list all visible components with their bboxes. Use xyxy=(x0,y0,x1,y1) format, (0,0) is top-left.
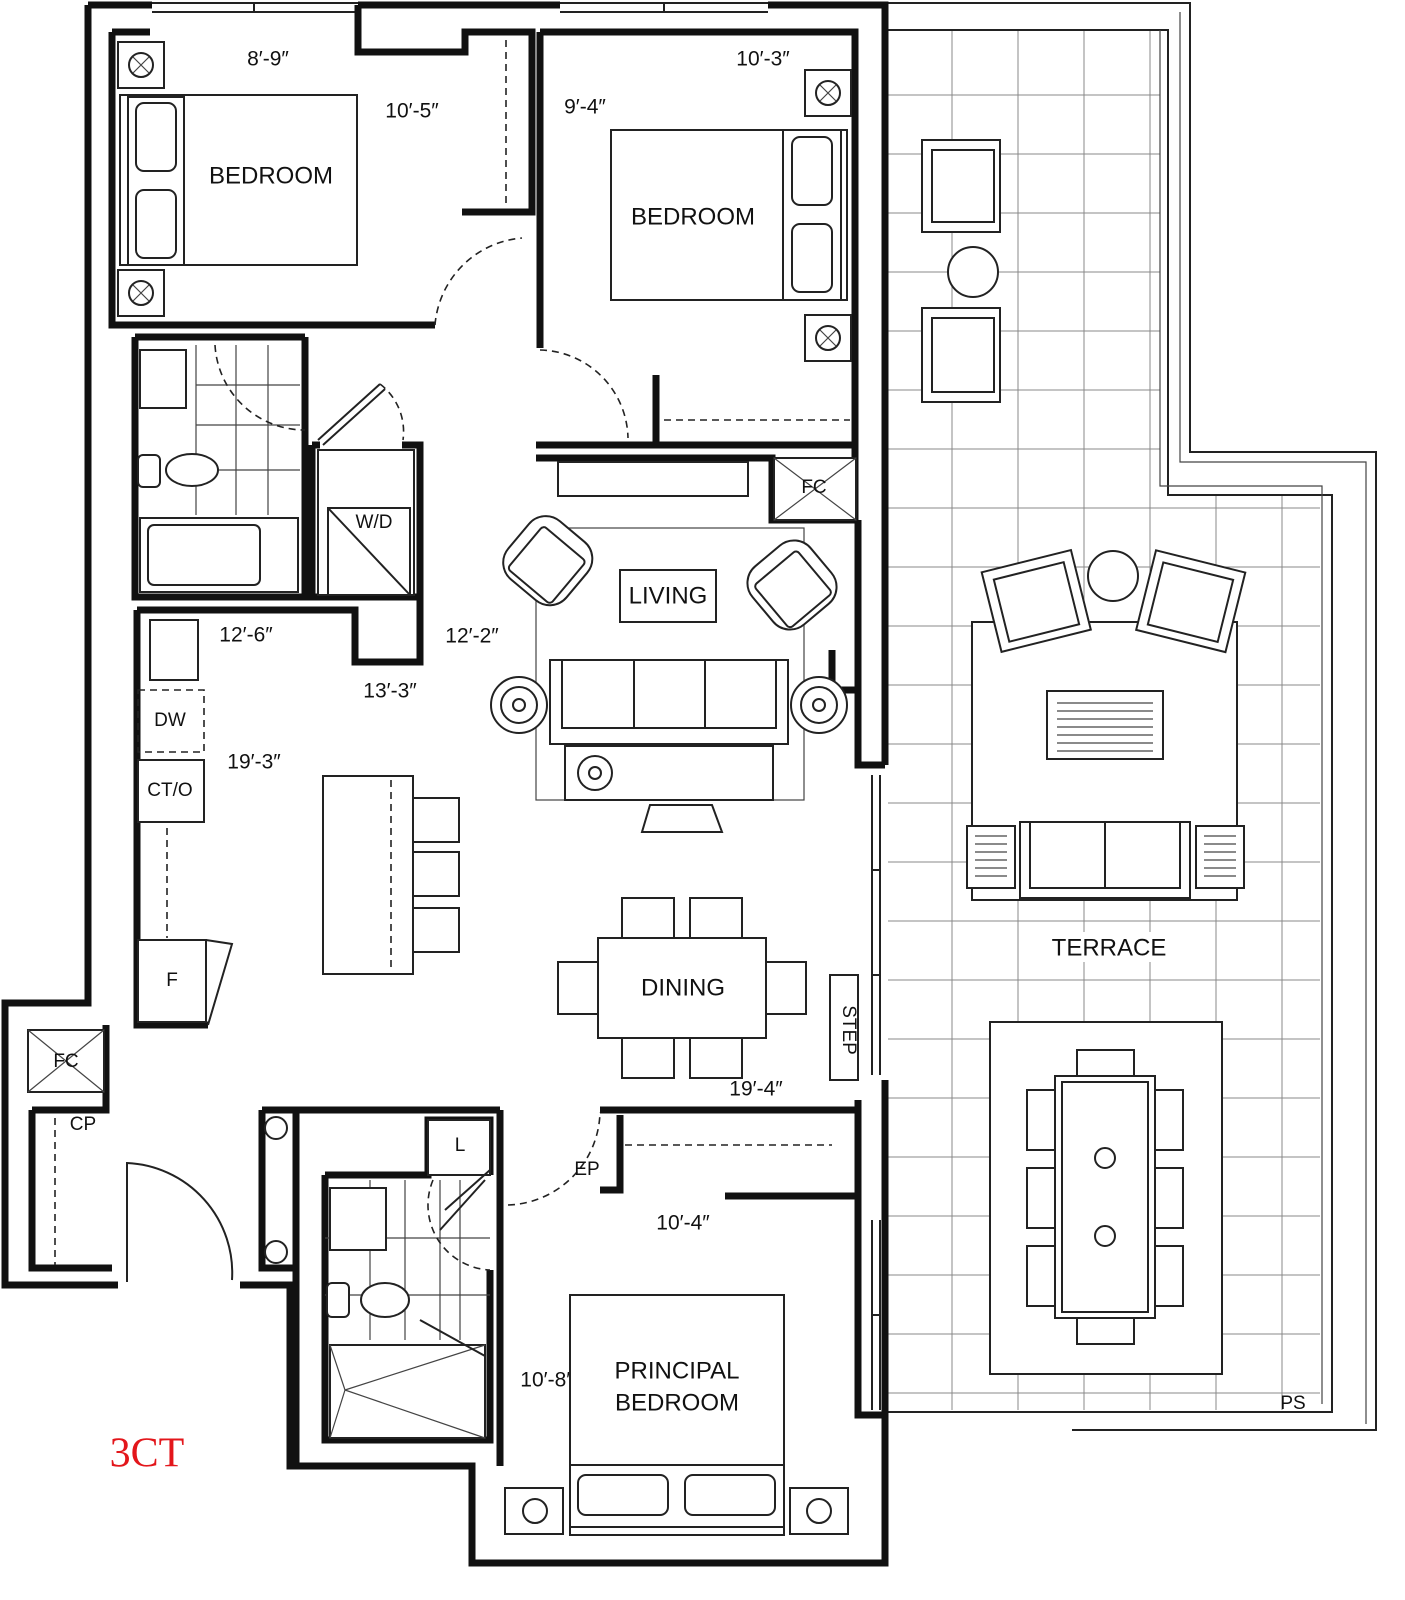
bedroom-2: BEDROOM 9′-4″ 10′-3″ xyxy=(539,48,852,439)
bedroom-2-label: BEDROOM xyxy=(631,203,755,230)
fridge xyxy=(137,939,207,1023)
dishwasher xyxy=(137,689,205,753)
step-label: STEP xyxy=(838,1005,859,1055)
exterior-wall xyxy=(1,1,889,1567)
side-lamp xyxy=(490,676,548,734)
fridge-label: F xyxy=(166,970,178,991)
door-swing xyxy=(507,1111,601,1206)
sink xyxy=(139,349,187,409)
nightstand xyxy=(117,269,165,317)
unit-code: 3CT xyxy=(110,1431,185,1477)
living-room: LIVING xyxy=(490,461,848,833)
nightstand xyxy=(117,41,165,89)
ep-label: EP xyxy=(574,1159,599,1180)
bedroom-1-width: 8′-9″ xyxy=(247,48,289,71)
window xyxy=(871,775,881,1075)
ensuite-bathroom: L xyxy=(325,1119,491,1439)
kitchen-island xyxy=(322,775,460,975)
terrace-side-table xyxy=(966,825,1016,889)
step xyxy=(829,974,859,1081)
dining-area: DINING STEP 19′-4″ xyxy=(557,775,881,1101)
principal-bedroom: EP 10′-4″ 10′-8″ PRINCIPAL BEDROOM xyxy=(504,1111,881,1536)
terrace-round-table xyxy=(1087,550,1139,602)
cto-label: CT/O xyxy=(147,780,192,801)
living-width-dim: 19′-4″ xyxy=(729,1078,783,1101)
terrace-side-table xyxy=(947,246,999,298)
interior-wall xyxy=(28,5,885,1466)
principal-width-dim: 10′-4″ xyxy=(656,1212,710,1235)
kitchen: DW CT/O F 12′-6″ 12′-2″ 13′-3″ 19′-3″ xyxy=(137,619,499,1026)
terrace-sofa xyxy=(1019,821,1191,899)
terrace-coffee-table xyxy=(1046,690,1164,760)
bedroom-2-depth: 9′-4″ xyxy=(564,96,606,119)
entry-door[interactable] xyxy=(126,1161,234,1282)
bedroom-2-width: 10′-3″ xyxy=(736,48,790,71)
door-swing xyxy=(214,344,306,431)
principal-label-2: BEDROOM xyxy=(615,1389,739,1416)
side-lamp xyxy=(790,676,848,734)
bed xyxy=(119,94,358,266)
living-depth-dim: 19′-3″ xyxy=(227,751,281,774)
dining-table xyxy=(597,937,767,1039)
terrace-side-table xyxy=(1195,825,1245,889)
media-console xyxy=(557,461,749,497)
bedroom-1-label: BEDROOM xyxy=(209,162,333,189)
fc-upper-label: FC xyxy=(801,477,826,498)
window xyxy=(871,1220,881,1410)
cooktop-oven xyxy=(137,759,205,823)
sofa xyxy=(549,659,789,745)
bathroom-1 xyxy=(137,344,306,593)
kitchen-sink xyxy=(149,619,199,681)
kitchen-dim-c: 13′-3″ xyxy=(363,680,417,703)
principal-depth-dim: 10′-8″ xyxy=(520,1369,574,1392)
living-label: LIVING xyxy=(629,582,708,609)
terrace-railing xyxy=(888,2,1377,1431)
nightstand xyxy=(789,1487,849,1535)
bathtub xyxy=(139,517,299,593)
nightstand xyxy=(504,1487,564,1535)
linen-label: L xyxy=(455,1135,466,1156)
fireplace-closet: FC xyxy=(773,457,857,521)
terrace: TERRACE PS xyxy=(888,2,1377,1431)
terrace-label: TERRACE xyxy=(1052,934,1167,961)
wd-label: W/D xyxy=(356,512,393,533)
coffee-table xyxy=(564,745,774,801)
terrace-lounge-chair xyxy=(980,548,1093,654)
nightstand xyxy=(804,69,852,117)
kitchen-dim-b: 12′-2″ xyxy=(445,625,499,648)
toilet xyxy=(165,453,219,487)
bed xyxy=(569,1294,785,1536)
bath-tile-grid xyxy=(195,345,300,515)
entry: FC CP xyxy=(27,1029,288,1282)
armchair xyxy=(746,539,838,631)
door-swing xyxy=(539,349,629,439)
nightstand xyxy=(804,314,852,362)
terrace-dining-set xyxy=(1026,1049,1184,1345)
terrace-label-bg xyxy=(1040,932,1180,962)
bedroom-1-depth: 10′-5″ xyxy=(385,100,439,123)
dining-label: DINING xyxy=(641,974,725,1001)
armchair xyxy=(502,515,594,607)
desk-chair xyxy=(640,804,724,833)
fc-lower-label: FC xyxy=(53,1051,78,1072)
door-swing xyxy=(434,237,523,326)
principal-label-1: PRINCIPAL xyxy=(615,1357,740,1384)
terrace-chair-lower xyxy=(921,307,1001,403)
bedroom-1: BEDROOM 8′-9″ 10′-5″ xyxy=(117,40,523,326)
cp-label: CP xyxy=(70,1114,96,1135)
ps-label: PS xyxy=(1280,1393,1305,1414)
terrace-chair-upper xyxy=(921,139,1001,233)
kitchen-dim-a: 12′-6″ xyxy=(219,624,273,647)
laundry: W/D xyxy=(317,383,415,596)
dw-label: DW xyxy=(154,710,186,731)
bed xyxy=(610,129,848,301)
terrace-lounge-chair xyxy=(1134,549,1247,654)
window xyxy=(152,2,768,13)
